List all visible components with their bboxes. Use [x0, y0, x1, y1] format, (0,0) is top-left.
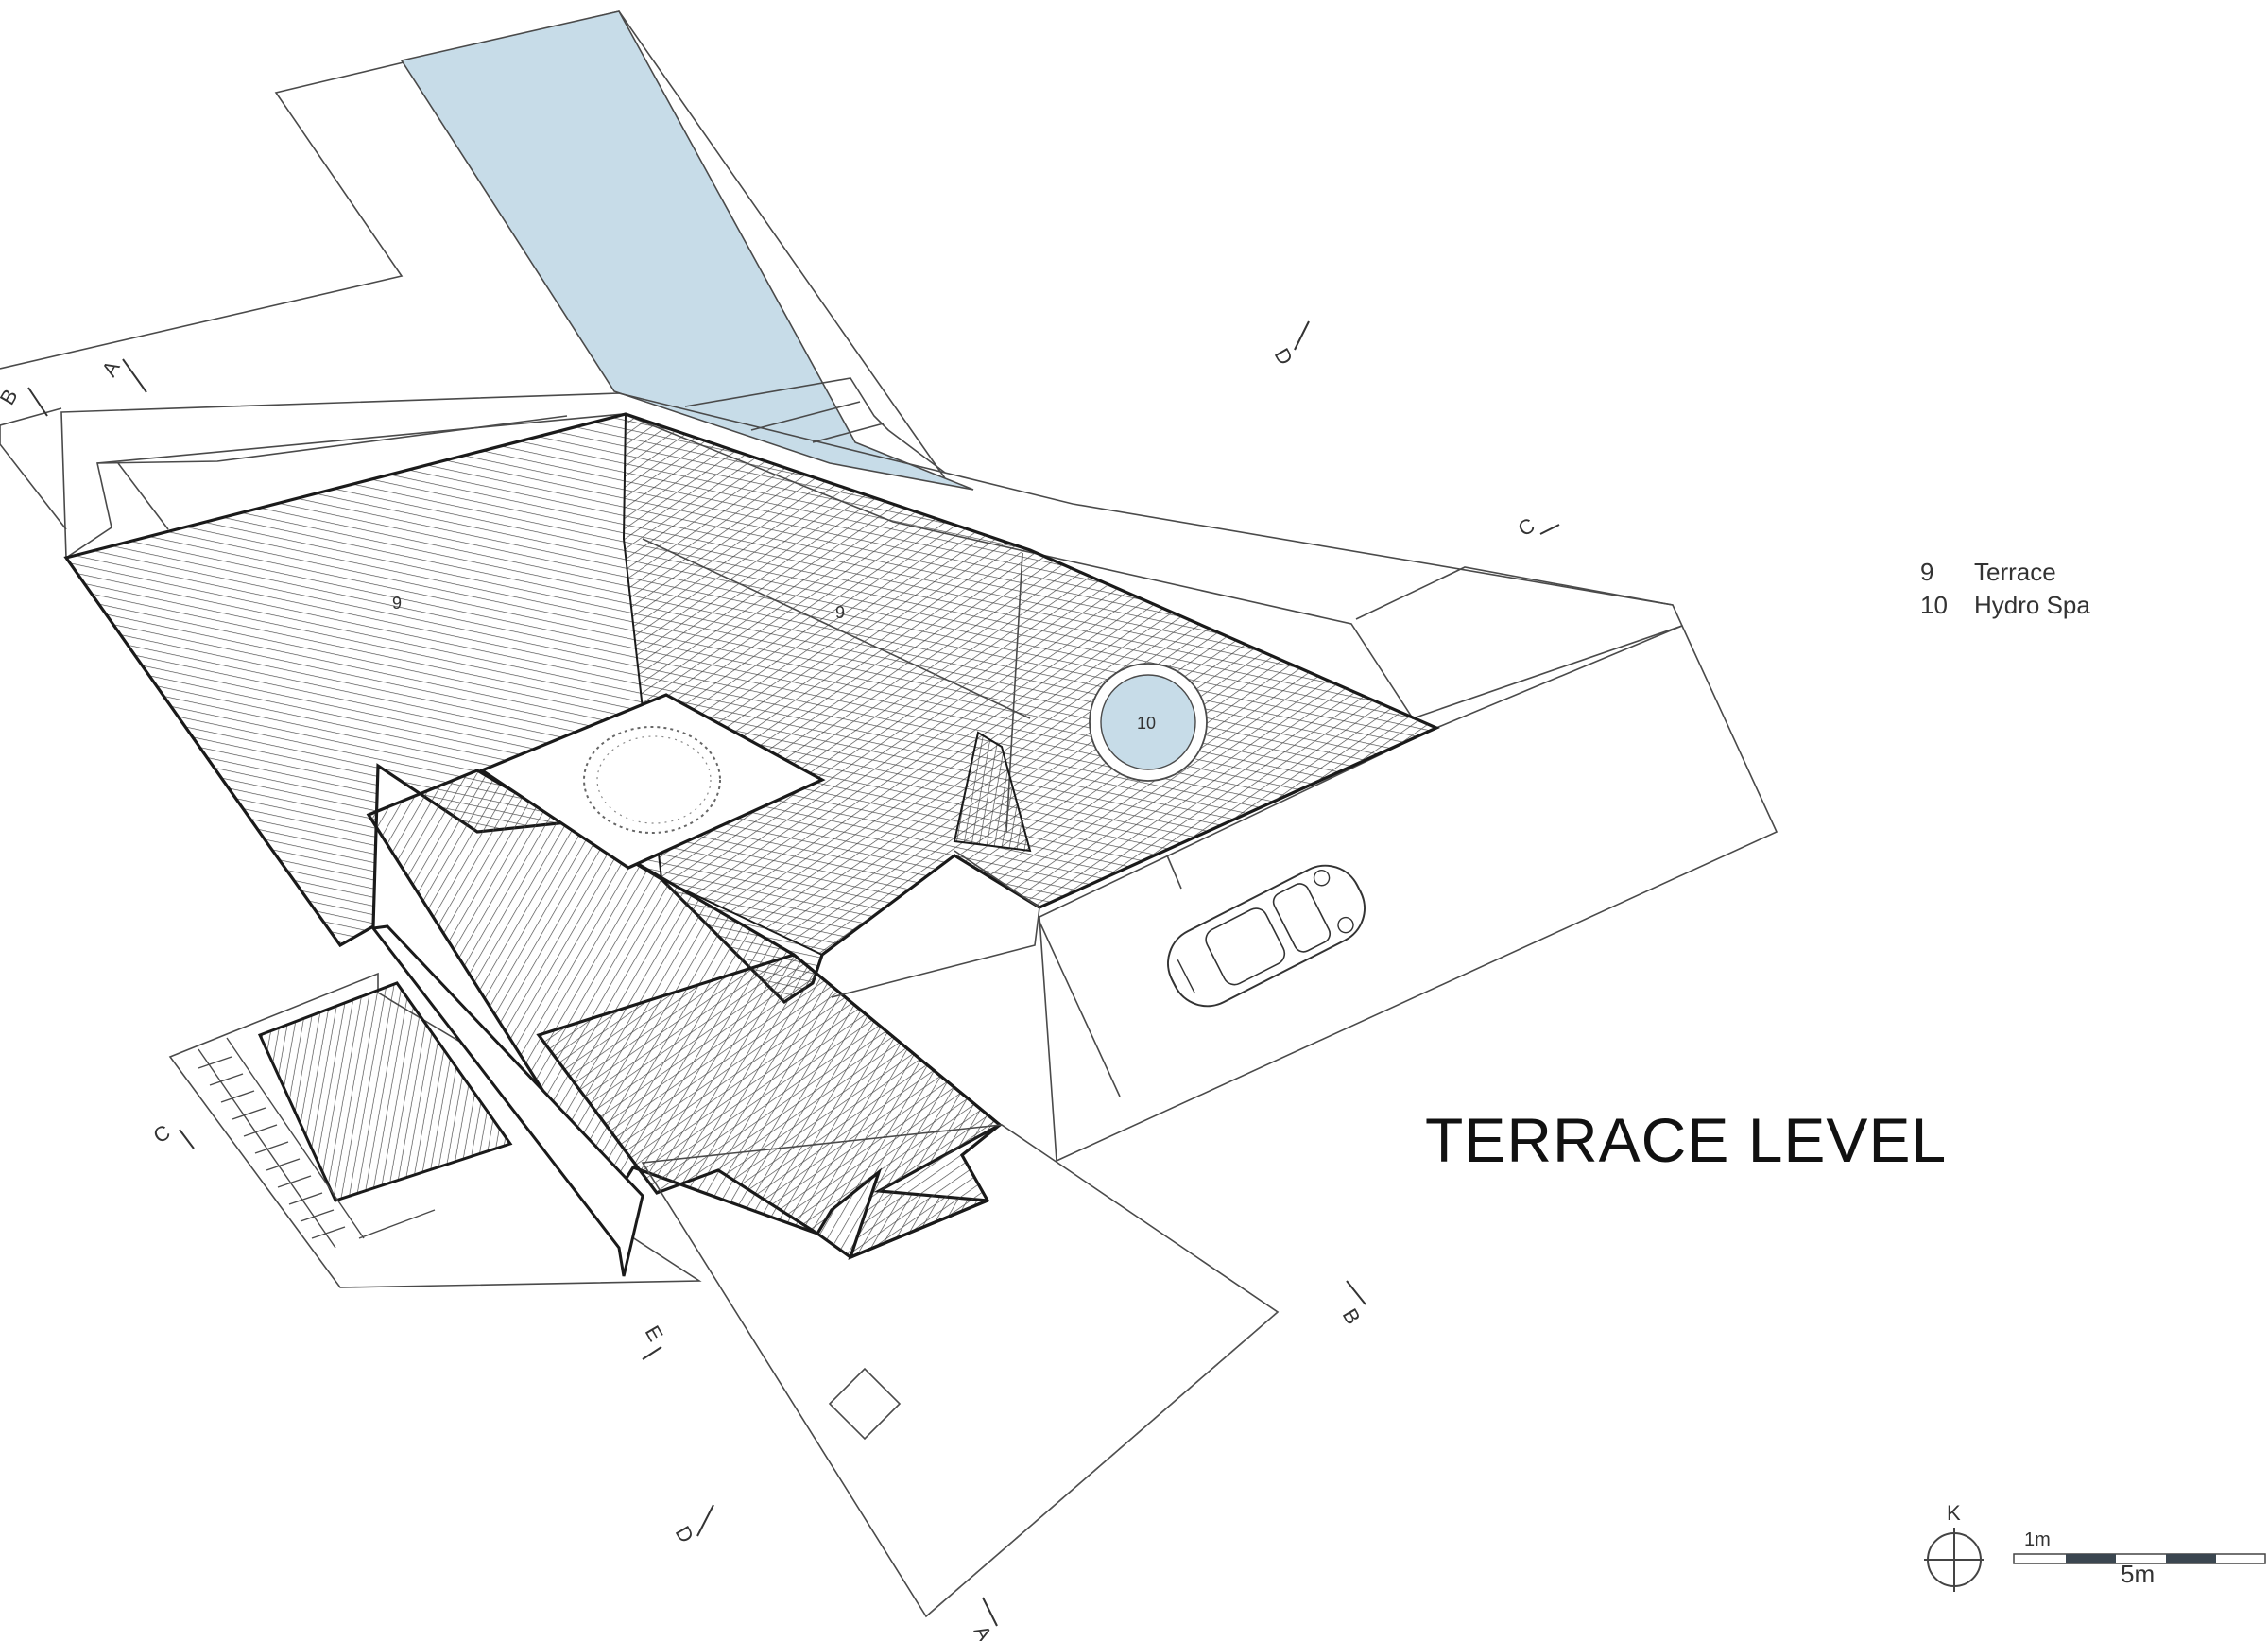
car-outline [1167, 864, 1366, 1008]
legend: 9 Terrace 10 Hydro Spa [1920, 556, 2090, 622]
svg-text:D: D [1270, 344, 1298, 369]
legend-label: Terrace [1974, 558, 2056, 586]
parapet-inner [96, 415, 568, 464]
section-marker-d-bottom: D [671, 1504, 714, 1546]
north-arrow-icon [1924, 1528, 1984, 1592]
entry-deck [257, 981, 513, 1202]
legend-label: Hydro Spa [1974, 591, 2090, 619]
svg-text:C: C [1514, 513, 1538, 542]
planter-square [828, 1367, 902, 1441]
svg-text:A: A [97, 356, 125, 380]
section-marker-b-bottom: B [1338, 1280, 1366, 1328]
terrace-label-1: 9 [392, 594, 402, 613]
parapet-inner-2 [117, 462, 169, 530]
driveway-joint-1 [1039, 921, 1121, 1097]
svg-text:D: D [671, 1522, 699, 1546]
ramp-edge [831, 850, 1040, 998]
svg-text:C: C [149, 1120, 174, 1149]
courtyard-opening [478, 693, 826, 870]
tree-canopy-inner [596, 735, 712, 824]
scale-bar-graphic [2013, 1553, 2266, 1564]
svg-text:A: A [970, 1621, 997, 1641]
pool-steps [684, 377, 946, 474]
north-arrow-label: K [1947, 1501, 1961, 1525]
scale-large-label: 5m [2121, 1560, 2156, 1588]
scale-bar: 1m 5m [2013, 1529, 2268, 1588]
right-flap [1355, 566, 1674, 620]
scale-small-label: 1m [2024, 1529, 2051, 1550]
svg-text:E: E [641, 1321, 668, 1345]
section-marker-d-top: D [1270, 320, 1310, 369]
legend-item-hydro-spa: 10 Hydro Spa [1920, 589, 2090, 622]
parapet-band [60, 392, 1684, 719]
driveway-joint-2 [1166, 855, 1182, 890]
stair-ramp [953, 731, 1032, 853]
upper-wing-outline-2 [0, 10, 946, 479]
pool-step-2 [812, 423, 885, 443]
mid-terrace-deck [622, 412, 1439, 957]
entry-stairs [198, 1037, 436, 1249]
section-marker-c-left: C [149, 1120, 195, 1149]
legend-number: 9 [1920, 558, 1934, 586]
south-ramp-dashed-edge [925, 1311, 1279, 1617]
pool [400, 10, 974, 491]
north-arrow: K [1924, 1501, 1990, 1596]
hydro-spa-label: 10 [1137, 714, 1156, 733]
diagonal-wall [370, 924, 644, 1277]
section-marker-a-top: A [97, 356, 147, 393]
terrace-crease [642, 538, 1031, 719]
svg-text:B: B [0, 385, 23, 408]
hydro-spa [1100, 674, 1196, 770]
tree-canopy [583, 726, 721, 834]
upper-wing-outline [0, 407, 67, 530]
terrace-label-2: 9 [835, 603, 845, 622]
driveway-slab [1039, 624, 1778, 1163]
section-marker-c-right: C [1514, 513, 1560, 542]
drawing-title: TERRACE LEVEL [1425, 1105, 1948, 1175]
legend-number: 10 [1920, 591, 1948, 619]
section-marker-b-left: B [0, 385, 48, 417]
section-marker-e: E [641, 1321, 668, 1360]
pool-step-1 [750, 401, 861, 431]
legend-item-terrace: 9 Terrace [1920, 556, 2090, 589]
svg-text:B: B [1338, 1304, 1366, 1328]
section-marker-a-bottom: A [970, 1597, 998, 1641]
